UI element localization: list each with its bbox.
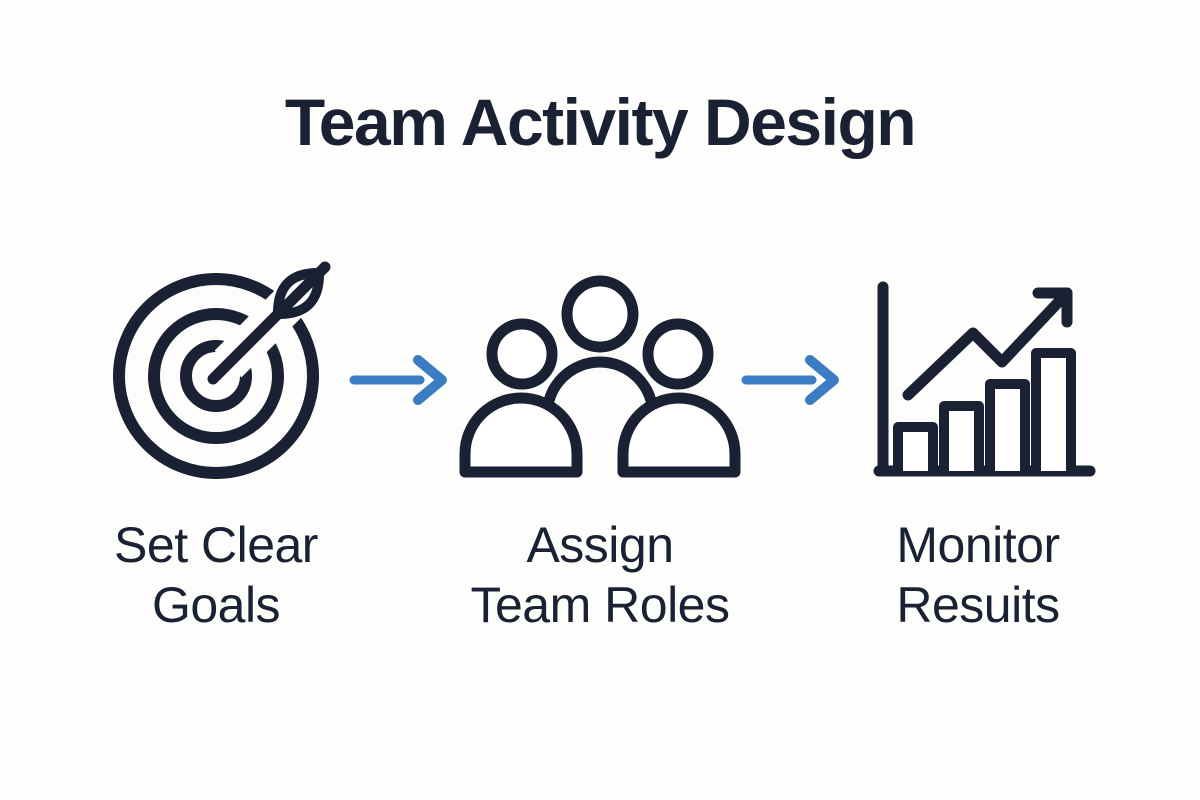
step-label-line: Assign — [526, 517, 674, 573]
step-label-monitor-results: Monitor Resuits — [828, 515, 1128, 635]
step-label-line: Team Roles — [470, 577, 731, 633]
team-people-icon — [459, 275, 741, 478]
growth-bar-chart-icon — [873, 281, 1096, 477]
target-arrow-icon — [113, 238, 354, 479]
right-arrow-icon — [741, 355, 839, 405]
step-label-assign-team-roles: Assign Team Roles — [450, 515, 750, 635]
step-label-line: Goals — [151, 577, 281, 633]
step-label-line: Set Clear — [114, 517, 318, 573]
step-label-line: Resuits — [896, 577, 1060, 633]
step-label-line: Monitor — [896, 517, 1060, 573]
page-title: Team Activity Design — [284, 85, 917, 159]
step-label-set-clear-goals: Set Clear Goals — [66, 515, 366, 635]
right-arrow-icon — [349, 355, 447, 405]
